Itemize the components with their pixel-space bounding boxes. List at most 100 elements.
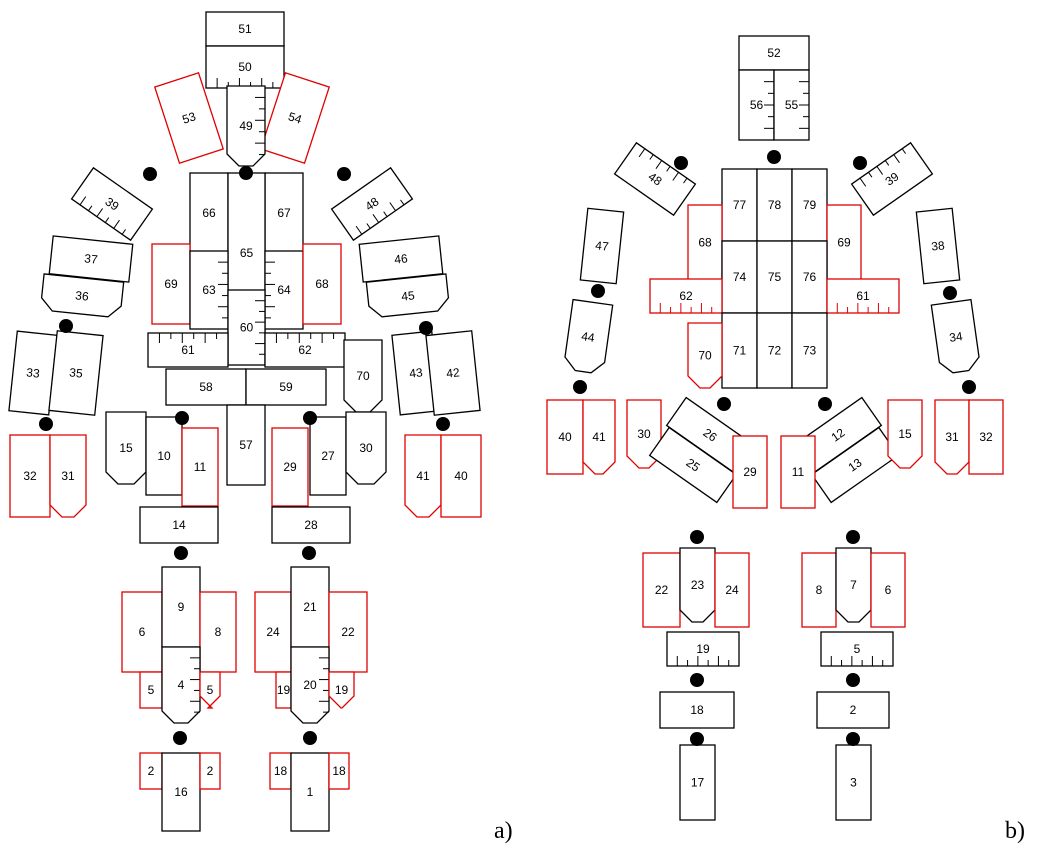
ruler-tick bbox=[884, 160, 890, 166]
part-number: 24 bbox=[725, 583, 739, 597]
body-part: 60 bbox=[227, 289, 266, 366]
part-number: 30 bbox=[637, 427, 651, 441]
joint-dot bbox=[173, 731, 187, 745]
body-part: 25 bbox=[648, 426, 738, 504]
body-part: 68 bbox=[687, 204, 723, 281]
ruler-tick bbox=[638, 148, 646, 158]
body-part: 52 bbox=[738, 35, 810, 71]
part-outline bbox=[121, 591, 163, 673]
body-part: 63 bbox=[189, 250, 229, 330]
part-outline bbox=[189, 250, 229, 330]
body-part: 29 bbox=[732, 435, 768, 509]
part-outline bbox=[826, 204, 862, 281]
body-part: 19 bbox=[666, 631, 740, 667]
part-outline bbox=[48, 235, 134, 283]
part-number: 28 bbox=[304, 518, 318, 532]
part-number: 43 bbox=[409, 365, 424, 380]
part-number: 5 bbox=[148, 683, 155, 697]
body-part: 17 bbox=[679, 744, 716, 821]
body-part: 3 bbox=[835, 744, 872, 821]
part-outline bbox=[579, 207, 625, 285]
part-number: 31 bbox=[945, 430, 959, 444]
part-number: 47 bbox=[595, 238, 610, 253]
part-number: 17 bbox=[691, 776, 705, 790]
ruler-tick bbox=[79, 196, 87, 206]
part-number: 24 bbox=[266, 625, 280, 639]
part-outline bbox=[440, 434, 482, 518]
part-number: 53 bbox=[180, 109, 197, 127]
part-outline bbox=[835, 744, 872, 821]
part-outline bbox=[139, 506, 219, 544]
part-outline bbox=[870, 552, 906, 628]
body-part: 66 bbox=[189, 172, 229, 254]
part-outline bbox=[199, 671, 221, 709]
part-number: 29 bbox=[743, 465, 757, 479]
part-number: 2 bbox=[850, 703, 857, 717]
part-number: 11 bbox=[194, 460, 207, 474]
body-part: 46 bbox=[358, 235, 444, 283]
body-part: 32 bbox=[968, 399, 1004, 475]
part-number: 41 bbox=[416, 469, 430, 483]
body-part: 31 bbox=[934, 399, 970, 475]
part-number: 77 bbox=[733, 198, 747, 212]
body-part: 11 bbox=[181, 427, 219, 507]
body-part: 75 bbox=[756, 240, 793, 314]
part-number: 2 bbox=[148, 764, 155, 778]
part-outline bbox=[642, 552, 681, 628]
part-number: 2 bbox=[207, 764, 214, 778]
part-outline bbox=[679, 547, 716, 623]
part-number: 76 bbox=[803, 270, 817, 284]
part-number: 37 bbox=[84, 251, 99, 266]
part-outline bbox=[679, 744, 716, 821]
body-part: 45 bbox=[365, 273, 450, 318]
part-outline bbox=[328, 591, 368, 673]
part-outline bbox=[161, 752, 201, 832]
joint-dot bbox=[846, 530, 860, 544]
body-part: 79 bbox=[791, 168, 828, 242]
body-part: 11 bbox=[780, 435, 816, 509]
part-outline bbox=[687, 204, 723, 281]
body-part: 35 bbox=[48, 330, 104, 416]
part-number: 15 bbox=[119, 441, 133, 455]
part-number: 45 bbox=[401, 288, 416, 303]
part-number: 79 bbox=[803, 198, 817, 212]
part-number: 50 bbox=[238, 60, 252, 74]
part-number: 14 bbox=[172, 518, 186, 532]
part-outline bbox=[714, 552, 750, 628]
part-number: 32 bbox=[979, 430, 993, 444]
part-outline bbox=[290, 646, 330, 724]
part-number: 66 bbox=[202, 206, 216, 220]
joint-dot bbox=[39, 417, 53, 431]
part-outline bbox=[738, 35, 810, 71]
part-outline bbox=[887, 399, 923, 469]
part-outline bbox=[226, 85, 266, 167]
ruler-tick bbox=[113, 219, 120, 229]
joint-dot bbox=[573, 380, 587, 394]
body-part: 6 bbox=[121, 591, 163, 673]
part-number: 9 bbox=[178, 600, 185, 614]
part-number: 59 bbox=[279, 380, 293, 394]
part-outline bbox=[666, 631, 740, 667]
part-outline bbox=[151, 243, 191, 325]
joint-dot bbox=[59, 319, 73, 333]
part-number: 60 bbox=[240, 321, 254, 335]
body-part: 42 bbox=[425, 330, 481, 416]
part-outline bbox=[48, 330, 104, 416]
part-outline bbox=[582, 399, 616, 475]
part-number: 61 bbox=[856, 289, 870, 303]
part-number: 78 bbox=[768, 198, 782, 212]
part-number: 18 bbox=[332, 764, 346, 778]
body-part: 13 bbox=[810, 426, 900, 504]
joint-dot bbox=[717, 397, 731, 411]
body-part: 36 bbox=[40, 273, 125, 318]
part-number: 61 bbox=[181, 343, 195, 357]
part-outline bbox=[271, 506, 351, 544]
caption-a: a) bbox=[494, 818, 513, 844]
body-part: 56 bbox=[738, 69, 775, 141]
part-outline bbox=[40, 273, 125, 318]
part-number: 1 bbox=[307, 785, 314, 799]
part-outline bbox=[613, 141, 697, 217]
part-number: 19 bbox=[277, 683, 291, 697]
body-part: 57 bbox=[226, 404, 266, 486]
